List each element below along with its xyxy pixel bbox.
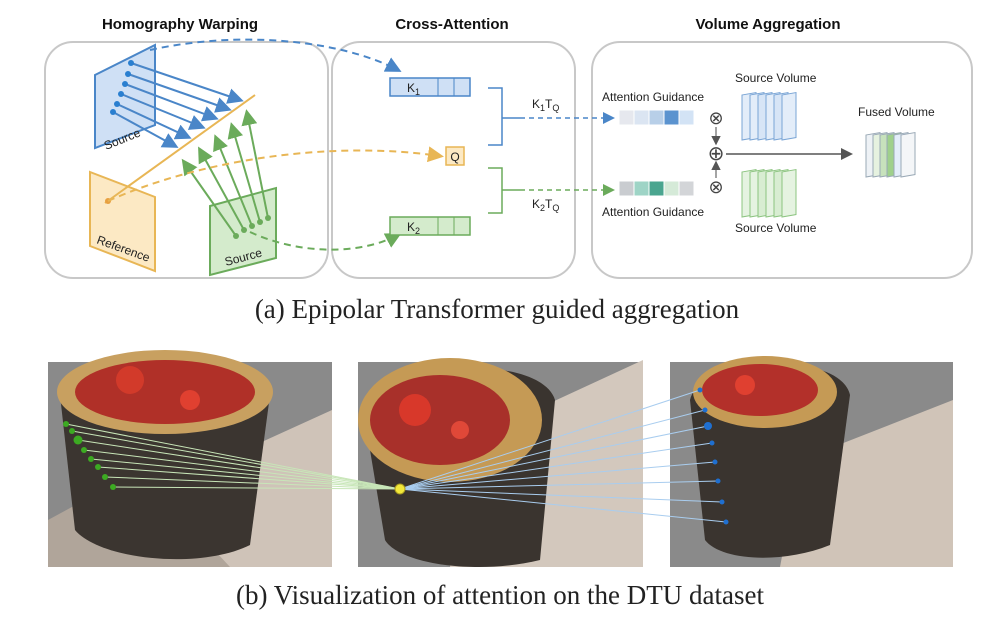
green-dashed-link [249, 231, 402, 251]
source-volume-top [741, 91, 797, 141]
k2-token: K2 [389, 216, 471, 236]
attention-lines-left [65, 423, 401, 490]
dtu-image-source-right [670, 356, 953, 567]
volume-aggregation-box [591, 41, 973, 279]
guidance-bar-top [618, 109, 695, 126]
homography-box [44, 41, 329, 279]
times-top-icon: ⊗ [708, 108, 723, 129]
bracket-top [488, 87, 520, 146]
source-volume-bottom-label: Source Volume [735, 221, 817, 235]
guidance-bottom-label: Attention Guidance [602, 205, 704, 219]
caption-b: (b) Visualization of attention on the DT… [236, 580, 764, 610]
times-bottom-icon: ⊗ [708, 177, 723, 198]
svg-text:K1: K1 [407, 81, 420, 97]
reference-plane [89, 170, 156, 273]
dtu-image-reference [358, 358, 643, 568]
homography-diagram: Reference Source Source [89, 38, 444, 277]
svg-text:K2: K2 [407, 220, 420, 236]
source-volume-bottom [741, 168, 797, 218]
prod2-q: Q [552, 203, 559, 213]
plus-icon: ⊕ [708, 141, 725, 165]
homography-title: Homography Warping [102, 16, 258, 33]
guidance-top-label: Attention Guidance [602, 90, 704, 104]
cross-attention-title: Cross-Attention [395, 16, 508, 33]
caption-a: (a) Epipolar Transformer guided aggregat… [255, 294, 740, 324]
k1-sub: 1 [415, 87, 420, 97]
epipolar-line [104, 94, 256, 204]
guidance-bar-bottom [618, 180, 695, 197]
bracket-bottom [488, 167, 520, 214]
green-warp-arrows [181, 109, 269, 237]
k1-token: K1 [389, 77, 471, 97]
volume-diagram: Attention Guidance Attention Guidance So… [602, 71, 935, 235]
attention-points-right [697, 387, 729, 525]
k2-sub: 2 [415, 226, 420, 236]
q-label: Q [450, 150, 459, 164]
k1-label: K [407, 81, 415, 95]
prod2-k-sub: 2 [540, 203, 545, 213]
query-point [394, 483, 406, 495]
green-points [233, 215, 271, 239]
prod1-t: T [545, 97, 553, 111]
svg-text:K2TQ: K2TQ [532, 197, 559, 213]
panel-b: (b) Visualization of attention on the DT… [48, 350, 953, 610]
fused-volume [865, 131, 916, 178]
cross-attention-box [331, 41, 576, 279]
q-token: Q [445, 146, 465, 166]
prod1-k: K [532, 97, 540, 111]
k2-label: K [407, 220, 415, 234]
blue-points [110, 60, 134, 115]
fused-volume-label: Fused Volume [858, 105, 935, 119]
prod1-k-sub: 1 [540, 103, 545, 113]
attention-lines-right [399, 389, 727, 523]
svg-text:K1TQ: K1TQ [532, 97, 559, 113]
prod1-q: Q [552, 103, 559, 113]
source-volume-top-label: Source Volume [735, 71, 817, 85]
orange-dashed-link [107, 146, 444, 202]
prod2-k: K [532, 197, 540, 211]
blue-warp-arrows [112, 62, 244, 148]
panel-a: Homography Warping Cross-Attention Volum… [44, 16, 973, 324]
prod2-t: T [545, 197, 553, 211]
dtu-image-source-left [48, 350, 332, 567]
attention-points-left [63, 421, 116, 490]
cross-attention-diagram: K1 Q K2 K1TQ K2TQ [389, 77, 615, 236]
blue-dashed-link [149, 38, 402, 72]
volume-aggregation-title: Volume Aggregation [695, 16, 840, 33]
